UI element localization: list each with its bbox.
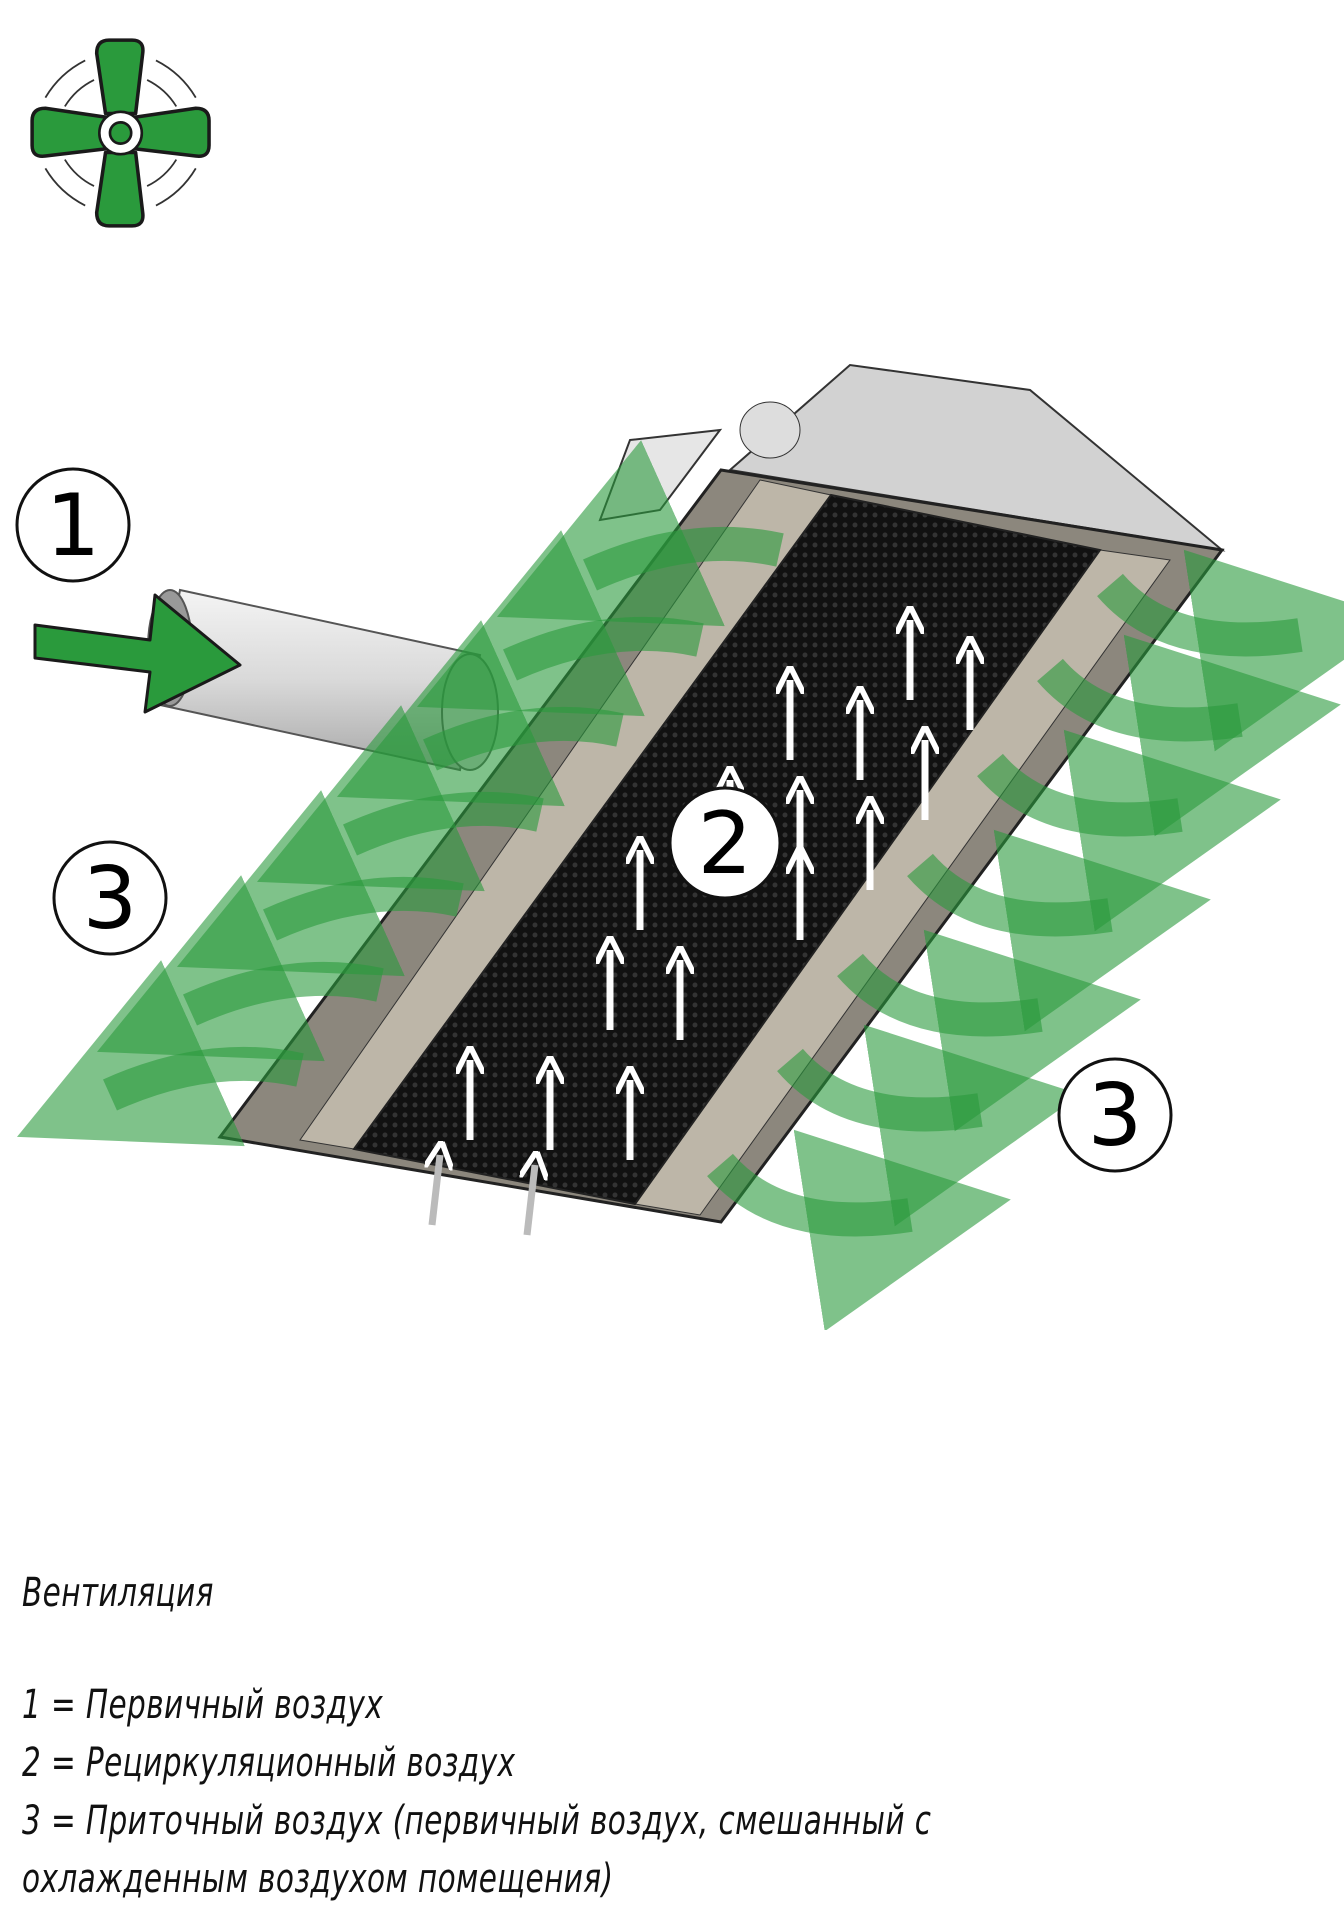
caption-item-2: 2 = Рециркуляционный воздух bbox=[22, 1740, 516, 1786]
caption-item-3-cont: охлажденным воздухом помещения) bbox=[22, 1856, 614, 1902]
fan-logo-icon bbox=[30, 38, 211, 228]
supply-air-arrow-icon bbox=[907, 829, 1211, 1032]
caption-item-1: 1 = Первичный воздух bbox=[22, 1682, 384, 1728]
label-3-left-text: 3 bbox=[83, 849, 138, 949]
supply-air-arrow-icon bbox=[977, 729, 1281, 932]
intake-arrow-icon bbox=[432, 1155, 440, 1226]
label-1-text: 1 bbox=[46, 476, 101, 576]
supply-air-arrow-icon bbox=[837, 929, 1141, 1132]
label-1: 1 bbox=[15, 467, 131, 583]
caption-title: Вентиляция bbox=[22, 1570, 214, 1616]
label-3-right: 3 bbox=[1057, 1057, 1173, 1173]
supply-air-arrow-icon bbox=[777, 1024, 1081, 1227]
label-3-right-text: 3 bbox=[1088, 1066, 1143, 1166]
label-3-left: 3 bbox=[52, 840, 168, 956]
supply-air-arrow-icon bbox=[1037, 634, 1341, 837]
supply-air-arrow-icon bbox=[707, 1129, 1011, 1330]
supply-air-arrow-icon bbox=[16, 960, 304, 1147]
ventilation-diagram: 1 2 3 3 bbox=[15, 363, 1344, 1330]
intake-arrow-icon bbox=[527, 1165, 535, 1236]
caption-item-3: 3 = Приточный воздух (первичный воздух, … bbox=[22, 1798, 932, 1844]
primary-air-arrow-icon bbox=[33, 593, 242, 714]
label-2: 2 bbox=[668, 786, 782, 900]
label-2-text: 2 bbox=[698, 794, 753, 894]
